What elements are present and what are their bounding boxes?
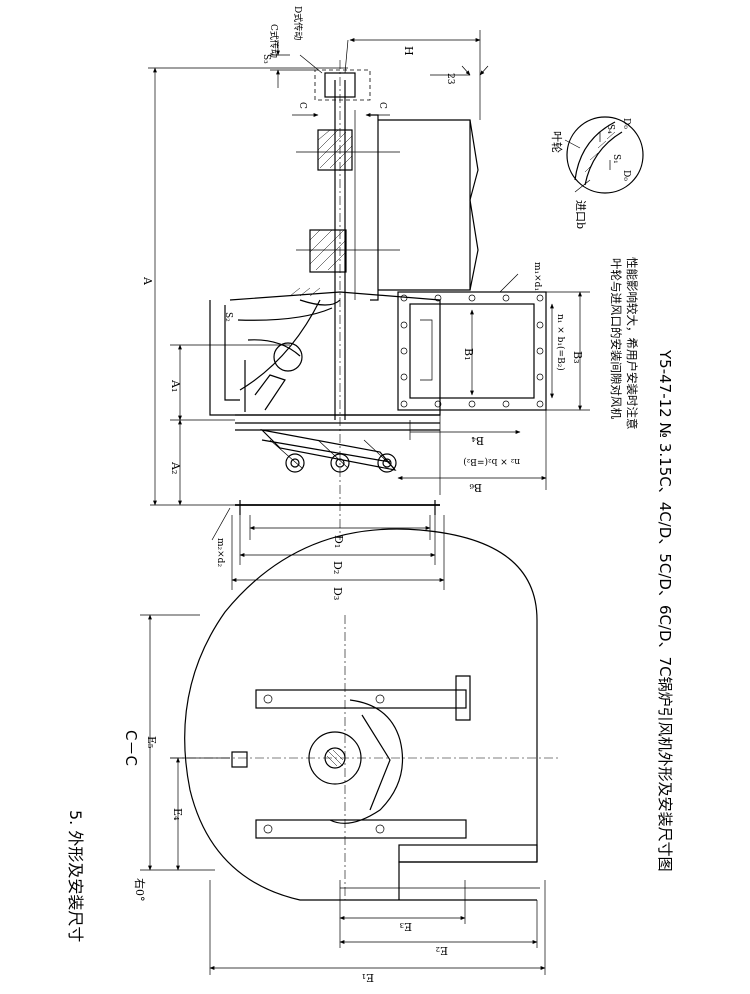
dim-m2d2: m₂×d₂ <box>215 538 225 567</box>
section-c-right: C <box>377 102 387 109</box>
section-c-left: C <box>297 102 307 109</box>
d-drive-label: D式传动 <box>292 6 304 40</box>
drive-labels: C式传动 D式传动 C C <box>268 6 390 117</box>
dim-n2b2: n₂ × b₂(=B₂) <box>463 456 520 467</box>
outlet-flange: B₁ m₁×d₁ B₃ n₁ × b₁(=B₂) B₄ n₂ × b₂(=B₂)… <box>397 262 590 495</box>
detail-inlet-label: 进口b <box>574 200 587 229</box>
dims-top: S₃ H 23 <box>261 30 489 120</box>
section-title: 5. 外形及安装尺寸 <box>66 810 85 942</box>
dims-e-left: E₅ E₄ 右0° <box>133 614 230 902</box>
dim-b1: B₁ <box>462 348 475 361</box>
angle-label: 右0° <box>133 878 147 902</box>
base-flange: D₁ D₂ D₃ m₂×d₂ <box>150 500 445 600</box>
dim-d1: D₁ <box>332 535 345 548</box>
detail-inlet-clearance: S₄ D₀ S₁ D₀ 叶轮 进口b <box>550 116 644 229</box>
dim-b3: B₃ <box>571 351 584 364</box>
c-drive-label: C式传动 <box>268 24 280 58</box>
dim-b4: B₄ <box>471 434 484 447</box>
dim-n1b1: n₁ × b₁(=B₂) <box>555 314 566 371</box>
figure-caption: Y5-47-12 № 3.15C、4C/D、5C/D、6C/D、7C锅炉引风机外… <box>656 349 674 872</box>
bottom-frame <box>260 429 397 473</box>
section-label: C－C <box>122 730 140 766</box>
note-line-2: 性能影响较大，希用户安装时注意 <box>625 257 639 430</box>
dim-e3: E₃ <box>400 920 412 933</box>
note-line-1: 叶轮与进风口的安装间隙对风机 <box>609 258 623 419</box>
dim-a: A <box>141 276 154 286</box>
dim-d2: D₂ <box>331 561 344 574</box>
dim-e1: E₁ <box>362 971 374 984</box>
dim-a2: A₂ <box>169 461 182 474</box>
dim-s3: S₃ <box>261 54 271 64</box>
dims-a: A A₁ A₂ S₂ <box>141 67 348 506</box>
detail-d0-bottom: D₀ <box>621 170 631 181</box>
dim-b6: B₆ <box>469 481 482 494</box>
dim-e4: E₄ <box>171 808 184 821</box>
dim-e5: E₅ <box>145 736 158 748</box>
detail-impeller-label: 叶轮 <box>550 131 564 153</box>
detail-s1: S₁ <box>611 154 621 164</box>
installation-note: 叶轮与进风口的安装间隙对风机 性能影响较大，希用户安装时注意 <box>609 257 639 430</box>
dims-e: E₁ E₂ E₃ <box>209 880 546 984</box>
dim-m1d1: m₁×d₁ <box>532 262 542 291</box>
detail-s4: S₄ <box>605 124 615 134</box>
detail-d0-top: D₀ <box>621 118 631 129</box>
dim-h: H <box>402 46 415 56</box>
dim-s2: S₂ <box>223 312 233 322</box>
dim-a1: A₁ <box>169 379 182 392</box>
dim-e2: E₂ <box>436 944 448 957</box>
dim-d3: D₃ <box>331 587 344 600</box>
side-view-volute <box>170 528 560 901</box>
dim-23: 23 <box>445 73 455 85</box>
front-view <box>209 39 479 540</box>
